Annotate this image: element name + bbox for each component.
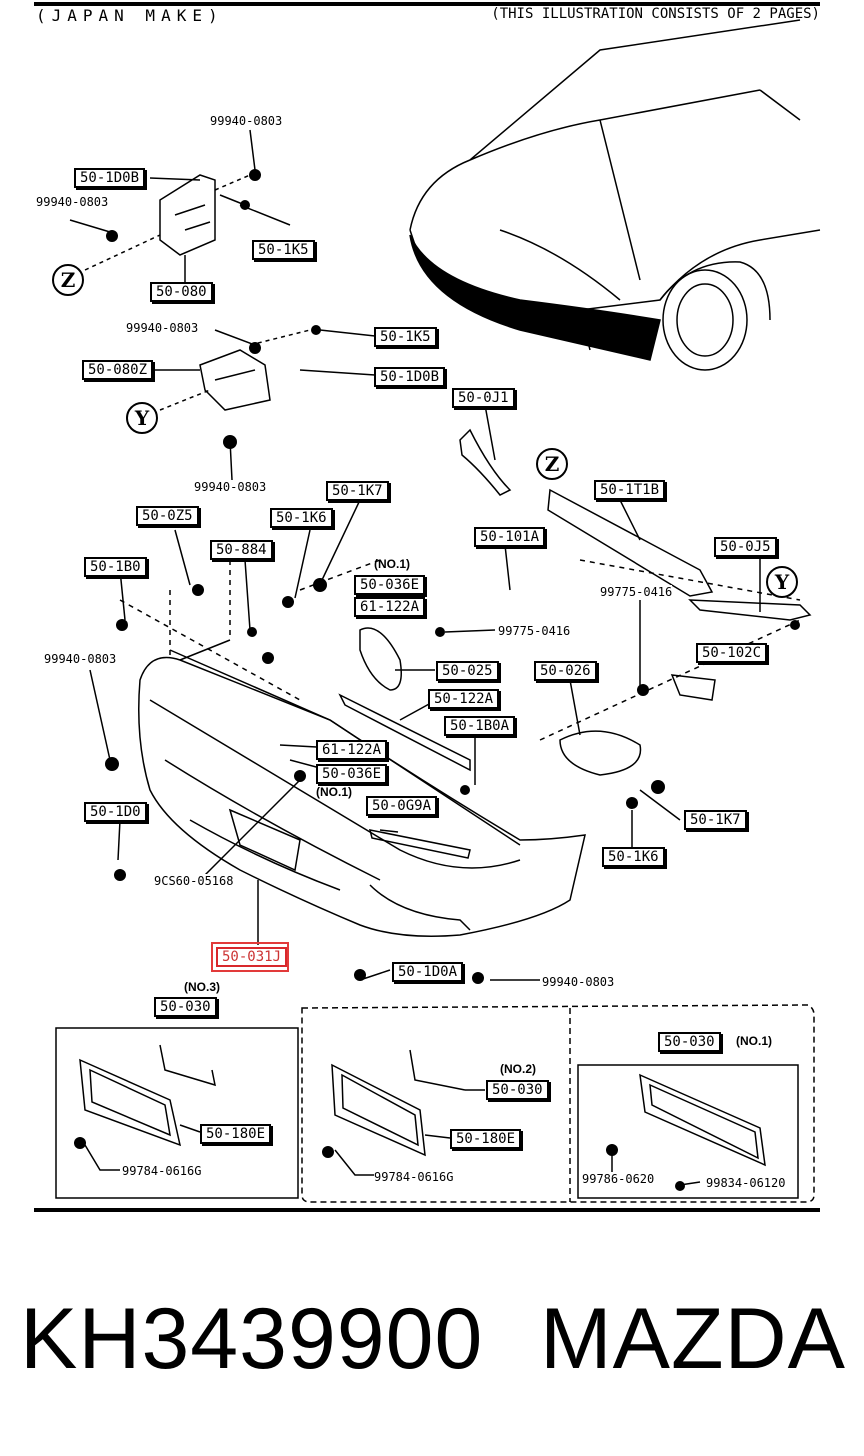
stay-0j1 <box>459 428 512 496</box>
view-marker-y: Y <box>126 402 158 434</box>
grille <box>547 488 714 597</box>
label-99834-06120: 99834-06120 <box>706 1176 786 1190</box>
bumper-reinforcement <box>169 639 521 846</box>
callout-50-080: 50-080 <box>150 282 213 302</box>
callout-50-1b0a: 50-1B0A <box>444 716 516 736</box>
callout-50-1d0: 50-1D0 <box>84 802 147 822</box>
callout-61-122a: 61-122A <box>354 597 426 617</box>
callout-50-884: 50-884 <box>210 540 273 560</box>
label-99786-0620: 99786-0620 <box>582 1172 655 1186</box>
callout-50-0j5: 50-0J5 <box>714 537 777 557</box>
section-no3 <box>55 1027 299 1199</box>
callout-50-0z5: 50-0Z5 <box>136 506 199 526</box>
callout-50-036e: 50-036E <box>354 575 426 595</box>
label-99784-0616g: 99784-0616G <box>122 1164 202 1178</box>
callout-50-036e-2: 50-036E <box>316 764 388 784</box>
callout-50-025: 50-025 <box>436 661 499 681</box>
callout-50-1t1b: 50-1T1B <box>594 480 666 500</box>
header-right: (THIS ILLUSTRATION CONSISTS OF 2 PAGES) <box>491 6 820 22</box>
callout-50-180e-2: 50-180E <box>450 1129 522 1149</box>
note-no1: (NO.1) <box>374 557 410 571</box>
callout-50-1k6-2: 50-1K6 <box>602 847 665 867</box>
plate-bracket-no2 <box>331 1049 466 1157</box>
label-99940-0803-5: 99940-0803 <box>44 652 117 666</box>
label-99775-0416: 99775-0416 <box>600 585 673 599</box>
callout-50-122a: 50-122A <box>428 689 500 709</box>
label-99940-0803: 99940-0803 <box>210 114 283 128</box>
bracket-z <box>159 174 216 256</box>
label-99775-0416-2: 99775-0416 <box>498 624 571 638</box>
callout-50-180e: 50-180E <box>200 1124 272 1144</box>
callout-50-030-2: 50-030 <box>486 1080 549 1100</box>
bumper-cover <box>138 656 586 937</box>
plate-bracket-no1 <box>639 1073 766 1167</box>
callout-50-026: 50-026 <box>534 661 597 681</box>
car-bumper-shaded <box>409 234 661 361</box>
car-wheel <box>662 269 748 371</box>
callout-50-030-3: 50-030 <box>658 1032 721 1052</box>
bottom-rule <box>34 1208 820 1212</box>
callout-61-122a-2: 61-122A <box>316 740 388 760</box>
plate-bracket-no3 <box>79 1044 216 1147</box>
callout-50-1k5-2: 50-1K5 <box>374 327 437 347</box>
callout-50-030: 50-030 <box>154 997 217 1017</box>
callout-50-080z: 50-080Z <box>82 360 154 380</box>
callout-50-0j1: 50-0J1 <box>452 388 515 408</box>
callout-50-1k7: 50-1K7 <box>326 481 389 501</box>
label-99940-0803-6: 99940-0803 <box>542 975 615 989</box>
note-no2: (NO.2) <box>500 1062 536 1076</box>
callout-50-1d0b: 50-1D0B <box>74 168 146 188</box>
view-marker-z: Z <box>52 264 84 296</box>
callout-50-1k6: 50-1K6 <box>270 508 333 528</box>
top-rule <box>34 2 820 6</box>
callout-50-1k7-2: 50-1K7 <box>684 810 747 830</box>
callout-50-1k5: 50-1K5 <box>252 240 315 260</box>
callout-50-1d0b-2: 50-1D0B <box>374 367 446 387</box>
note-no3: (NO.3) <box>184 980 220 994</box>
view-marker-y-2: Y <box>766 566 798 598</box>
label-9cs60-05168: 9CS60-05168 <box>154 874 234 888</box>
highlight-frame <box>211 942 289 972</box>
label-99784-0616g-2: 99784-0616G <box>374 1170 454 1184</box>
header-left: (JAPAN MAKE) <box>36 6 224 25</box>
section-no2-no1 <box>301 1004 815 1203</box>
callout-50-031j-highlighted[interactable]: 50-031J <box>216 947 288 967</box>
callout-50-101a: 50-101A <box>474 527 546 547</box>
brand-caption: MAZDA <box>540 1291 846 1387</box>
callout-50-102c: 50-102C <box>696 643 768 663</box>
note-no1-3: (NO.1) <box>736 1034 772 1048</box>
label-99940-0803-4: 99940-0803 <box>194 480 267 494</box>
part-number-caption: KH3439900 <box>20 1291 484 1387</box>
label-99940-0803-3: 99940-0803 <box>126 321 199 335</box>
callout-50-1d0a: 50-1D0A <box>392 962 464 982</box>
note-no1-2: (NO.1) <box>316 785 352 799</box>
label-99940-0803-2: 99940-0803 <box>36 195 109 209</box>
callout-50-0g9a: 50-0G9A <box>366 796 438 816</box>
bracket-y <box>199 349 271 411</box>
callout-50-1b0: 50-1B0 <box>84 557 147 577</box>
view-marker-z-2: Z <box>536 448 568 480</box>
